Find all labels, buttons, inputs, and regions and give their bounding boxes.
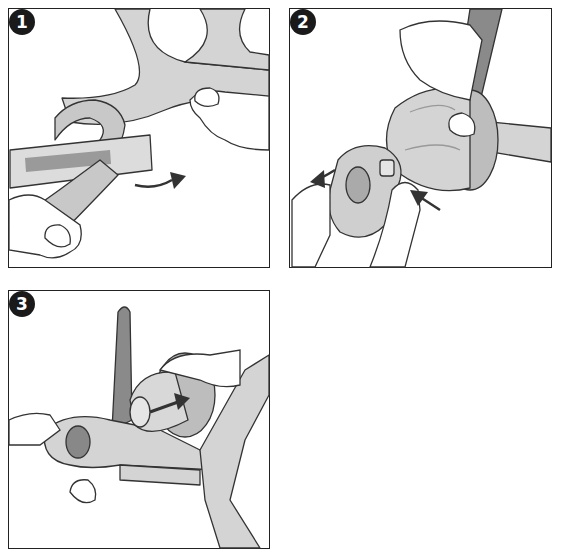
callout-number: 2: [290, 9, 316, 35]
motion-arrow: [135, 180, 172, 187]
callout-circle: [9, 291, 35, 317]
callout-number: 1: [9, 9, 35, 35]
callout-circle: [290, 9, 316, 35]
callout-circle: [9, 9, 35, 35]
panel-frame: [9, 291, 270, 549]
hand: [9, 88, 269, 258]
push-arrow: [150, 402, 178, 412]
panel-frame: [9, 9, 270, 268]
panel-frame: [290, 9, 552, 268]
mask-cushion: [387, 88, 499, 190]
arrowhead: [170, 172, 186, 189]
arrowhead: [174, 393, 190, 410]
frame-strap: [44, 307, 269, 548]
callout-number: 3: [9, 291, 35, 317]
arrowhead: [310, 170, 325, 188]
hand: [9, 350, 240, 503]
hand: [292, 21, 482, 267]
arrowhead: [410, 190, 428, 206]
